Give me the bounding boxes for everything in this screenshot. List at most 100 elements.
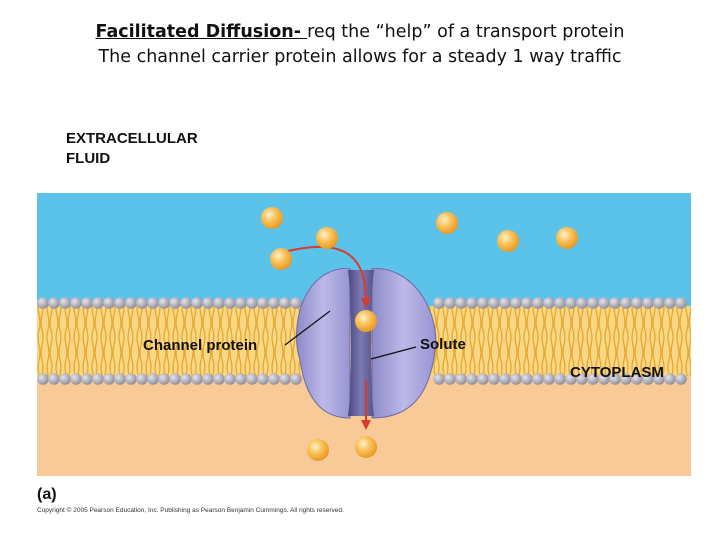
lipid-head bbox=[48, 373, 60, 385]
lipid-head bbox=[488, 297, 500, 309]
solute-molecule bbox=[316, 227, 338, 249]
lipid-head bbox=[279, 373, 291, 385]
lipid-head bbox=[543, 373, 555, 385]
lipid-head bbox=[664, 297, 676, 309]
lipid-heads-outer bbox=[37, 297, 687, 309]
lipid-head bbox=[158, 373, 170, 385]
lipid-head bbox=[169, 373, 181, 385]
lipid-head bbox=[521, 373, 533, 385]
cytoplasm-label: CYTOPLASM bbox=[570, 364, 664, 381]
lipid-head bbox=[125, 373, 137, 385]
lipid-head bbox=[268, 297, 280, 309]
lipid-head bbox=[620, 297, 632, 309]
lipid-head bbox=[642, 373, 654, 385]
lipid-head bbox=[466, 373, 478, 385]
lipid-head bbox=[224, 373, 236, 385]
lipid-head bbox=[477, 297, 489, 309]
copyright-notice: Copyright © 2005 Pearson Education, Inc.… bbox=[37, 507, 344, 514]
lipid-head bbox=[246, 297, 258, 309]
title-term: Facilitated Diffusion- bbox=[95, 22, 308, 42]
panel-label: (a) bbox=[37, 486, 57, 503]
lipid-head bbox=[532, 373, 544, 385]
lipid-head bbox=[587, 373, 599, 385]
lipid-head bbox=[114, 297, 126, 309]
lipid-head bbox=[565, 373, 577, 385]
lipid-head bbox=[70, 373, 82, 385]
lipid-head bbox=[92, 373, 104, 385]
lipid-head bbox=[37, 297, 49, 309]
lipid-head bbox=[455, 297, 467, 309]
lipid-head bbox=[136, 373, 148, 385]
lipid-head bbox=[554, 373, 566, 385]
lipid-head bbox=[488, 373, 500, 385]
lipid-head bbox=[125, 297, 137, 309]
solute-molecule bbox=[436, 212, 458, 234]
lipid-head bbox=[499, 373, 511, 385]
lipid-head bbox=[510, 373, 522, 385]
solute-molecule bbox=[261, 207, 283, 229]
lipid-head bbox=[158, 297, 170, 309]
lipid-head bbox=[576, 373, 588, 385]
lipid-head bbox=[279, 297, 291, 309]
lipid-head bbox=[202, 297, 214, 309]
solute-molecule bbox=[556, 227, 578, 249]
solute-molecule bbox=[307, 439, 329, 461]
lipid-head bbox=[235, 373, 247, 385]
lipid-head bbox=[642, 297, 654, 309]
solute-molecule bbox=[355, 436, 377, 458]
solute-leader-line bbox=[370, 346, 417, 360]
lipid-head bbox=[444, 373, 456, 385]
lipid-head bbox=[675, 297, 687, 309]
lipid-head bbox=[466, 297, 478, 309]
lipid-head bbox=[532, 297, 544, 309]
lipid-head bbox=[191, 297, 203, 309]
lipid-head bbox=[103, 297, 115, 309]
lipid-head bbox=[191, 373, 203, 385]
lipid-head bbox=[257, 297, 269, 309]
lipid-head bbox=[653, 297, 665, 309]
lipid-head bbox=[268, 373, 280, 385]
solute-molecules bbox=[261, 207, 578, 461]
solute-path-arrow bbox=[283, 245, 371, 430]
lipid-head bbox=[81, 297, 93, 309]
lipid-head bbox=[510, 297, 522, 309]
lipid-head bbox=[48, 297, 60, 309]
lipid-head bbox=[609, 297, 621, 309]
lipid-head bbox=[675, 373, 687, 385]
lipid-head bbox=[587, 297, 599, 309]
lipid-head bbox=[235, 297, 247, 309]
title-line-1: Facilitated Diffusion- req the “help” of… bbox=[0, 22, 720, 42]
lipid-head bbox=[213, 373, 225, 385]
lipid-head bbox=[521, 297, 533, 309]
lipid-head bbox=[59, 373, 71, 385]
lipid-head bbox=[455, 373, 467, 385]
lipid-head bbox=[169, 297, 181, 309]
lipid-head bbox=[543, 297, 555, 309]
lipid-head bbox=[246, 373, 258, 385]
lipid-head bbox=[92, 297, 104, 309]
lipid-head bbox=[81, 373, 93, 385]
lipid-heads-inner bbox=[37, 373, 687, 385]
lipid-head bbox=[554, 297, 566, 309]
lipid-head bbox=[433, 373, 445, 385]
lipid-head bbox=[444, 297, 456, 309]
lipid-head bbox=[37, 373, 49, 385]
lipid-head bbox=[477, 373, 489, 385]
channel-protein-label: Channel protein bbox=[143, 337, 258, 354]
lipid-head bbox=[664, 373, 676, 385]
lipid-head bbox=[620, 373, 632, 385]
lipid-head bbox=[631, 297, 643, 309]
title-line-2: The channel carrier protein allows for a… bbox=[98, 47, 622, 67]
lipid-head bbox=[147, 373, 159, 385]
lipid-head bbox=[576, 297, 588, 309]
channel-protein bbox=[296, 263, 437, 419]
extracellular-label-line-1: EXTRACELLULAR bbox=[66, 130, 198, 147]
lipid-head bbox=[609, 373, 621, 385]
lipid-head bbox=[180, 297, 192, 309]
lipid-head bbox=[213, 297, 225, 309]
lipid-head bbox=[224, 297, 236, 309]
solute-label: Solute bbox=[420, 336, 466, 353]
lipid-head bbox=[70, 297, 82, 309]
lipid-head bbox=[59, 297, 71, 309]
